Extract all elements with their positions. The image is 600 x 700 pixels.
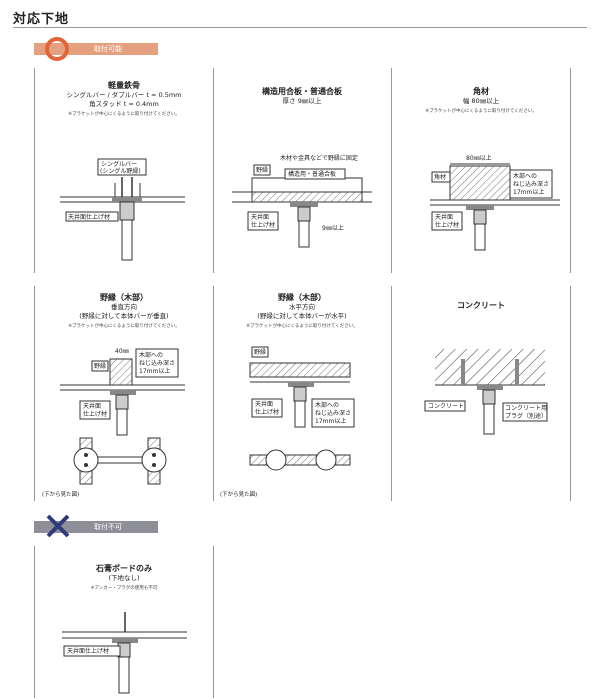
- ok-label: 取付可能: [94, 45, 122, 53]
- cell3-lbl-ceil1: 天井面: [435, 213, 453, 221]
- title-rule: [13, 27, 587, 28]
- cell2-lbl-ply: 構造用・普通合板: [288, 170, 336, 178]
- ng-band: 取付不可: [34, 521, 158, 533]
- cell3-lbl-d1: 木部への: [513, 172, 537, 180]
- cell5-figure: 野縁 木部への ねじ込み深さ 17mm以上 天井面 仕上げ材: [249, 346, 355, 471]
- cell6-lbl-con: コンクリート: [428, 403, 464, 410]
- cell2-title: 構造用合板・普通合板: [262, 87, 342, 96]
- cell3-figure: 80㎜以上 角材 木部への ねじ込み深さ 17mm以上 天井面 仕上げ材: [430, 154, 560, 251]
- cell4-lbl-ceil2: 仕上げ材: [83, 410, 107, 418]
- cell7-note: ※アンカー・プラグの使用も不可: [90, 586, 158, 591]
- cell2-lbl-noen: 野縁: [256, 166, 268, 174]
- cell7-sub1: (下地なし): [108, 574, 140, 582]
- cell1-lbl2: 天井面仕上げ材: [68, 213, 110, 221]
- cell-noen-horizontal: 野縁（木部） 水平方向 (野縁に対して本体バーが水平) ※ブラケットが中心にくる…: [214, 292, 390, 329]
- ng-cross-icon: [46, 514, 70, 538]
- cell6-lbl-plug1: コンクリート用: [505, 405, 547, 412]
- cell4-figure: 40㎜ 野縁 木部への ねじ込み深さ 17mm以上 天井面 仕上げ材: [60, 348, 185, 485]
- cell3-lbl-ceil2: 仕上げ材: [435, 221, 459, 229]
- cell2-lbl-ceil1: 天井面: [251, 213, 269, 221]
- cell5-lbl-d1: 木部への: [315, 401, 339, 409]
- cell-light-steel: 軽量鉄骨 シングルバー / ダブルバー t = 0.5mm 角スタッド t = …: [36, 80, 212, 117]
- cell6-lbl-plug2: プラグ（別途）: [505, 412, 547, 420]
- cell4-note: ※ブラケットが中心にくるように取り付けてください。: [68, 324, 180, 329]
- cell5-lbl-d2: ねじ込み深さ: [315, 409, 351, 417]
- cell1-note: ※ブラケットが中心にくるように取り付けてください。: [68, 112, 180, 117]
- cell2-figure: 木材や金具などで野縁に固定 構造用・普通合板 野縁 天井面 仕上げ材 9㎜以上: [232, 154, 372, 248]
- cell-concrete: コンクリート: [393, 300, 569, 311]
- cell4-sub1: 垂直方向: [111, 303, 137, 311]
- cell3-note: ※ブラケットが中心にくるように取り付けてください。: [425, 109, 537, 114]
- cell5-sub1: 水平方向: [289, 303, 315, 311]
- cell7-lbl-ceil: 天井面仕上げ材: [67, 647, 109, 655]
- cell4-lbl-40: 40㎜: [115, 348, 129, 355]
- cell6-title: コンクリート: [457, 301, 505, 310]
- cell5-lbl-ceil2: 仕上げ材: [255, 408, 279, 416]
- ng-label: 取付不可: [94, 523, 122, 531]
- cell1-lbl1: シングルバー: [101, 160, 137, 168]
- cell7-title: 石膏ボードのみ: [96, 564, 152, 573]
- cell6-figure: コンクリート コンクリート用 プラグ（別途）: [424, 349, 548, 435]
- cell-square-lumber: 角材 幅 80㎜以上 ※ブラケットが中心にくるように取り付けてください。: [393, 86, 569, 114]
- cell3-lbl-d2: ねじ込み深さ: [513, 180, 549, 188]
- cell5-bottom: (下から見た図): [220, 492, 258, 498]
- cell4-lbl-noen: 野縁: [94, 362, 106, 370]
- cell1-sub2: 角スタッド t = 0.4mm: [89, 100, 159, 108]
- cell3-lbl-kaku: 角材: [434, 173, 446, 181]
- page-title: 対応下地: [13, 12, 70, 27]
- cell5-lbl-d3: 17mm以上: [315, 417, 346, 425]
- ok-circle-icon: [45, 37, 69, 61]
- cell4-lbl-d3: 17mm以上: [139, 367, 170, 375]
- cell3-lbl-d3: 17mm以上: [513, 188, 544, 196]
- cell2-lbl-top: 木材や金具などで野縁に固定: [280, 154, 358, 162]
- cell5-title: 野縁（木部）: [278, 293, 326, 302]
- cell1-sub1: シングルバー / ダブルバー t = 0.5mm: [66, 91, 182, 99]
- cell4-lbl-d1: 木部への: [139, 351, 163, 359]
- cell1-lbl1b: (シングル野縁): [100, 167, 141, 175]
- cell3-title: 角材: [473, 87, 489, 96]
- cell5-note: ※ブラケットが中心にくるように取り付けてください。: [246, 324, 358, 329]
- cell5-sub2: (野縁に対して本体バーが水平): [257, 312, 347, 320]
- cell2-lbl-ceil2: 仕上げ材: [251, 221, 275, 229]
- cell5-lbl-noen: 野縁: [254, 348, 266, 356]
- cell4-title: 野縁（木部）: [100, 293, 148, 302]
- cell1-title: 軽量鉄骨: [108, 81, 140, 90]
- cell4-sub2: (野縁に対して本体バーが垂直): [79, 312, 169, 320]
- cell1-figure: シングルバー (シングル野縁) 天井面仕上げ材: [60, 158, 185, 261]
- cell2-lbl-9: 9㎜以上: [322, 224, 344, 232]
- cell-gypsum-only: 石膏ボードのみ (下地なし) ※アンカー・プラグの使用も不可: [36, 563, 212, 591]
- cell7-figure: 天井面仕上げ材: [62, 612, 187, 694]
- cell-plywood: 構造用合板・普通合板 厚さ 9㎜以上: [214, 86, 390, 106]
- cell3-lbl-80: 80㎜以上: [466, 154, 492, 162]
- cell3-sub1: 幅 80㎜以上: [462, 97, 500, 105]
- cell5-lbl-ceil1: 天井面: [255, 400, 273, 408]
- cell4-lbl-d2: ねじ込み深さ: [139, 359, 175, 367]
- cell4-lbl-ceil1: 天井面: [83, 402, 101, 410]
- cell-noen-vertical: 野縁（木部） 垂直方向 (野縁に対して本体バーが垂直) ※ブラケットが中心にくる…: [36, 292, 212, 329]
- cell2-sub1: 厚さ 9㎜以上: [282, 97, 322, 105]
- cell4-bottom: (下から見た図): [42, 492, 80, 498]
